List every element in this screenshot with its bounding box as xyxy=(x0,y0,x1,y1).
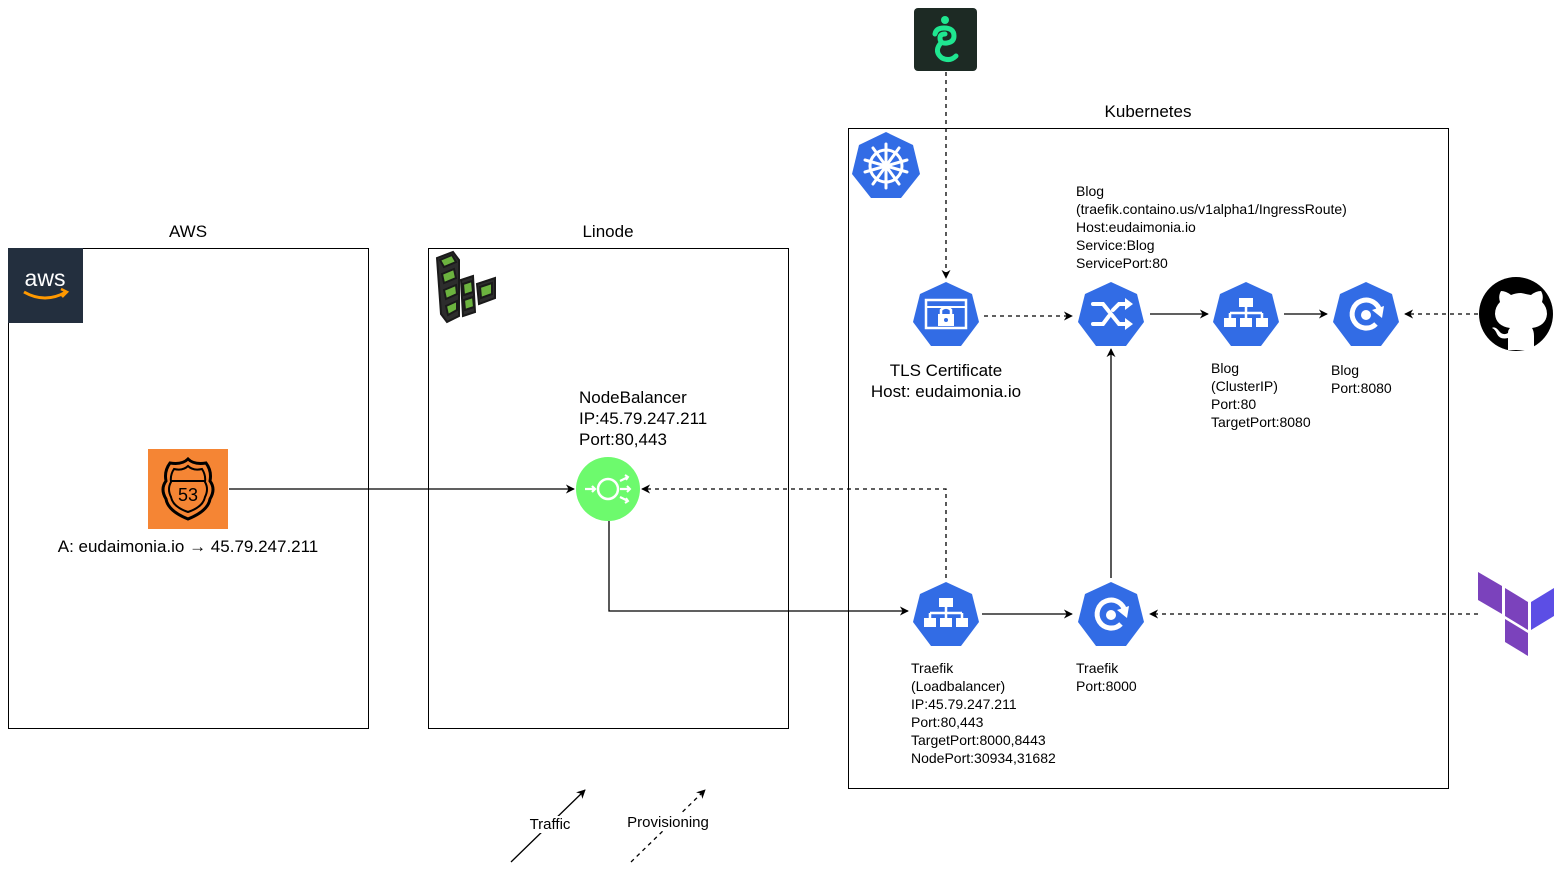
legend-traffic-label: Traffic xyxy=(528,816,572,833)
route53-text: 53 xyxy=(178,485,198,505)
ingress-route-label-line: (traefik.containo.us/v1alpha1/IngressRou… xyxy=(1076,201,1347,217)
traefik-deployment-label-line: Port:8000 xyxy=(1076,678,1137,694)
github-logo-icon xyxy=(1478,276,1554,352)
kubernetes-group xyxy=(848,128,1449,789)
tls-certificate-label: TLS Certificate Host: eudaimonia.io xyxy=(871,360,1021,402)
linode-logo-icon xyxy=(433,250,499,324)
blog-service-icon xyxy=(1210,280,1282,350)
tls-certificate-icon xyxy=(910,280,982,350)
kubernetes-helm-icon xyxy=(849,130,923,204)
traefik-service-label-line: NodePort:30934,31682 xyxy=(911,750,1056,766)
aws-group-title: AWS xyxy=(168,222,208,241)
kubernetes-group-title: Kubernetes xyxy=(1104,102,1192,121)
ingress-route-label-line: Blog xyxy=(1076,183,1105,199)
ingress-route-label-line: ServicePort:80 xyxy=(1076,255,1168,271)
blog-service-label-line: (ClusterIP) xyxy=(1211,378,1278,394)
blog-service-label: Blog (ClusterIP) Port:80 TargetPort:8080 xyxy=(1211,359,1311,431)
route53-icon: 53 xyxy=(148,449,228,529)
terraform-logo-icon xyxy=(1478,572,1554,656)
traefik-service-label-line: Port:80,443 xyxy=(911,714,984,730)
traefik-service-label-line: (Loadbalancer) xyxy=(911,678,1006,694)
blog-deployment-label: Blog Port:8080 xyxy=(1331,361,1392,397)
traefik-service-label-line: Traefik xyxy=(911,660,954,676)
traefik-service-label-line: TargetPort:8000,8443 xyxy=(911,732,1046,748)
linode-group-title: Linode xyxy=(582,222,634,241)
aws-group xyxy=(8,248,369,729)
ingress-route-icon xyxy=(1075,280,1147,350)
nodebalancer-label-line: IP:45.79.247.211 xyxy=(579,409,708,428)
blog-deployment-label-line: Port:8080 xyxy=(1331,380,1392,396)
gandi-logo-icon xyxy=(914,8,977,71)
tls-certificate-label-line: TLS Certificate xyxy=(889,361,1003,380)
nodebalancer-label-line: NodeBalancer xyxy=(579,388,687,407)
ingress-route-label-line: Service:Blog xyxy=(1076,237,1155,253)
blog-service-label-line: Port:80 xyxy=(1211,396,1257,412)
ingress-route-label-line: Host:eudaimonia.io xyxy=(1076,219,1196,235)
nodebalancer-label: NodeBalancer IP:45.79.247.211 Port:80,44… xyxy=(579,387,707,450)
nodebalancer-label-line: Port:80,443 xyxy=(579,430,667,449)
traefik-service-icon xyxy=(910,580,982,650)
edge-traefik-service-to-nodebalancer xyxy=(641,484,947,578)
traefik-service-label: Traefik (Loadbalancer) IP:45.79.247.211 … xyxy=(911,659,1056,767)
traefik-service-label-line: IP:45.79.247.211 xyxy=(911,696,1017,712)
legend-provisioning-label: Provisioning xyxy=(626,814,710,831)
nodebalancer-icon xyxy=(576,457,640,521)
blog-deployment-icon xyxy=(1330,280,1402,350)
blog-deployment-label-line: Blog xyxy=(1331,362,1360,378)
blog-service-label-line: TargetPort:8080 xyxy=(1211,414,1311,430)
traefik-deployment-label-line: Traefik xyxy=(1076,660,1119,676)
traefik-deployment-label: Traefik Port:8000 xyxy=(1076,659,1137,695)
traefik-deployment-icon xyxy=(1075,580,1147,650)
tls-certificate-label-line: Host: eudaimonia.io xyxy=(870,382,1022,401)
linode-group xyxy=(428,248,789,729)
aws-logo-text: aws xyxy=(25,265,66,291)
aws-logo-icon: aws xyxy=(8,248,83,323)
route53-label: A: eudaimonia.io → 45.79.247.211 xyxy=(57,537,319,556)
ingress-route-label: Blog (traefik.containo.us/v1alpha1/Ingre… xyxy=(1076,182,1347,272)
edge-nodebalancer-to-traefik-service xyxy=(608,521,909,616)
blog-service-label-line: Blog xyxy=(1211,360,1240,376)
